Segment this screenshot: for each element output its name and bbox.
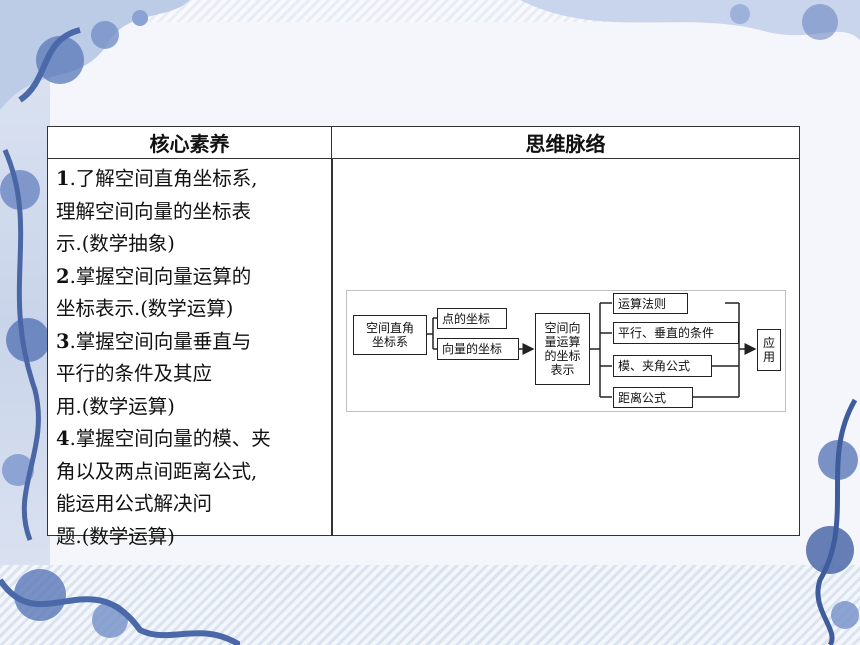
node-parallel-perpendicular: 平行、垂直的条件 xyxy=(613,322,739,344)
node-label: 表示 xyxy=(550,363,575,377)
item-text: 平行的条件及其应 xyxy=(56,362,213,385)
item-text: .掌握空间向量的模、夹 xyxy=(69,427,271,450)
item-text: 坐标表示.(数学运算) xyxy=(56,297,234,320)
literacy-item-4: 4.掌握空间向量的模、夹 角以及两点间距离公式, 能运用公式解决问 题.(数学运… xyxy=(56,423,326,553)
header-thinking-context: 思维脉络 xyxy=(332,127,799,159)
node-label: 坐标系 xyxy=(371,335,408,349)
core-literacy-list: 1.了解空间直角坐标系, 理解空间向量的坐标表 示.(数学抽象) 2.掌握空间向… xyxy=(56,163,326,553)
node-label: 点的坐标 xyxy=(442,311,491,326)
floral-ornament-right xyxy=(806,398,859,645)
node-point-coordinates: 点的坐标 xyxy=(437,308,507,329)
item-text: 示.(数学抽象) xyxy=(56,232,175,255)
item-text: 能运用公式解决问 xyxy=(56,492,213,515)
item-number: 4 xyxy=(56,427,70,450)
item-text: 理解空间向量的坐标表 xyxy=(56,199,252,223)
node-coordinate-system: 空间直角 坐标系 xyxy=(353,315,427,355)
floral-ornament-top-left xyxy=(0,0,190,110)
node-label: 向量的坐标 xyxy=(442,342,503,356)
node-label: 用 xyxy=(762,350,775,364)
floral-ornament-bottom-left xyxy=(0,569,240,645)
node-label: 模、夹角公式 xyxy=(618,359,691,373)
item-number: 1 xyxy=(56,167,70,190)
node-operation-rules: 运算法则 xyxy=(613,293,688,314)
node-label: 的坐标 xyxy=(544,349,581,363)
item-text: 题.(数学运算) xyxy=(56,524,175,548)
node-label: 运算法则 xyxy=(618,296,667,311)
floral-ornament-left xyxy=(0,148,50,541)
item-text: 用.(数学运算) xyxy=(56,394,175,418)
item-text: .了解空间直角坐标系, xyxy=(69,167,258,190)
column-divider xyxy=(331,159,333,535)
header-core-literacy: 核心素养 xyxy=(48,127,332,159)
node-label: 距离公式 xyxy=(618,390,667,405)
item-text: 角以及两点间距离公式, xyxy=(56,459,258,483)
node-label: 空间向 xyxy=(544,321,581,335)
node-label: 空间直角 xyxy=(365,321,414,335)
item-number: 2 xyxy=(56,264,70,288)
node-label: 应 xyxy=(762,336,775,350)
item-number: 3 xyxy=(56,329,70,353)
item-text: .掌握空间向量垂直与 xyxy=(69,329,252,353)
node-distance-formula: 距离公式 xyxy=(613,387,693,408)
node-modulus-angle: 模、夹角公式 xyxy=(613,355,712,377)
content-table: 核心素养 思维脉络 1.了解空间直角坐标系, 理解空间向量的坐标表 示.(数学抽… xyxy=(47,126,800,548)
node-vector-operations: 空间向 量运算 的坐标 表示 xyxy=(535,313,590,385)
node-label: 平行、垂直的条件 xyxy=(618,326,715,340)
node-vector-coordinates: 向量的坐标 xyxy=(437,338,519,360)
item-text: .掌握空间向量运算的 xyxy=(69,264,252,288)
floral-ornament-top-right xyxy=(520,0,860,40)
literacy-item-1: 1.了解空间直角坐标系, 理解空间向量的坐标表 示.(数学抽象) xyxy=(56,163,326,261)
thinking-flow-diagram: 空间直角 坐标系 点的坐标 向量的坐标 空间向 量运算 的坐标 表示 运算法则 … xyxy=(346,290,786,412)
literacy-item-2: 2.掌握空间向量运算的 坐标表示.(数学运算) xyxy=(56,261,326,326)
node-application: 应 用 xyxy=(757,329,781,371)
diagram-connectors xyxy=(427,302,757,398)
node-label: 量运算 xyxy=(544,335,581,349)
literacy-item-3: 3.掌握空间向量垂直与 平行的条件及其应 用.(数学运算) xyxy=(56,326,326,424)
